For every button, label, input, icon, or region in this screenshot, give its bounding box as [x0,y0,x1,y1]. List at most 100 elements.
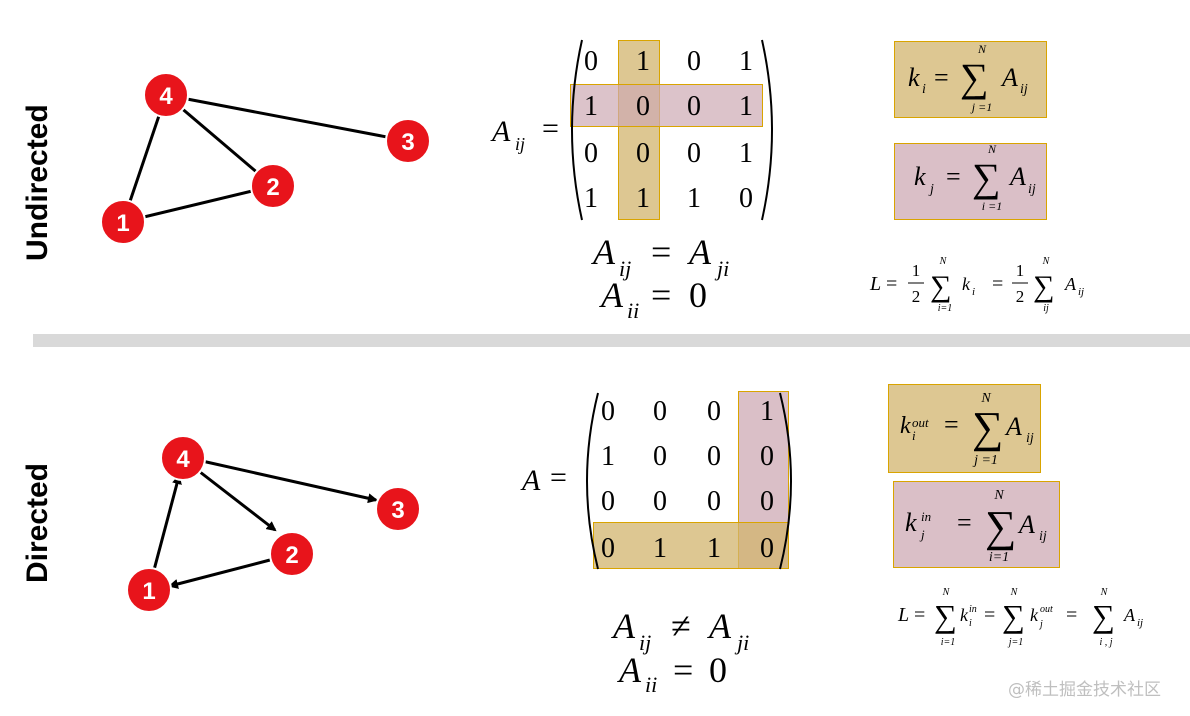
dcell-0-1: 0 [653,396,667,427]
svg-text:2: 2 [912,287,921,306]
watermark-text: @稀土掘金技术社区 [1008,680,1161,700]
svg-text:∑: ∑ [985,502,1016,551]
svg-text:ji: ji [714,256,729,281]
svg-text:j=1: j=1 [1007,637,1024,648]
undirected-properties: A ij = A ji A ii = 0 [591,232,729,323]
svg-text:=: = [886,273,897,295]
highlight-column-2 [618,40,660,220]
svg-text:A: A [1123,605,1136,625]
dcell-1-1: 0 [653,441,667,472]
svg-text:j: j [1038,619,1043,630]
svg-text:0: 0 [689,275,707,315]
svg-text:k: k [905,508,917,537]
dcell-2-2: 0 [707,486,721,517]
matrix-eq: = [542,112,559,145]
svg-text:A: A [599,275,624,315]
cell-2-0: 0 [584,138,598,169]
svg-text:3: 3 [401,129,414,156]
svg-text:j =1: j =1 [970,100,992,114]
kout-formula-box [888,384,1041,473]
svg-text:L: L [869,273,881,295]
svg-text:≠: ≠ [671,606,691,646]
highlight-row-4 [593,522,789,569]
cell-0-2: 0 [687,46,701,77]
svg-text:i: i [969,618,972,629]
ki-formula-box [894,41,1047,118]
svg-text:0: 0 [709,650,727,690]
svg-text:k: k [900,413,911,439]
svg-text:∑: ∑ [972,155,1001,200]
dcell-1-3: 0 [760,441,774,472]
cell-1-1: 0 [636,91,650,122]
svg-text:2: 2 [1016,287,1025,306]
svg-text:A: A [1064,274,1077,294]
arc-2-1 [168,558,271,589]
cell-1-2: 0 [687,91,701,122]
node-2: 2 [250,163,296,209]
d-right-paren [779,392,792,570]
undirected-matrix: A ij = 0 1 0 1 1 0 0 1 0 0 0 1 1 1 1 0 [490,39,773,221]
edge-4-2 [165,93,274,188]
svg-text:N: N [942,587,951,598]
svg-text:k: k [960,605,969,625]
kj-formula: k j = ∑ N i =1 A ij [914,143,1036,213]
svg-text:4: 4 [176,446,190,473]
highlight-row-2 [570,84,763,127]
svg-text:A: A [1000,63,1018,92]
svg-text:N: N [939,256,948,267]
dcell-3-1: 1 [653,533,667,564]
svg-text:=: = [1066,604,1077,626]
svg-text:2: 2 [285,542,298,569]
svg-text:ii: ii [627,298,639,323]
node-3: 3 [385,118,431,164]
svg-text:j =1: j =1 [972,453,998,468]
dmatrix-eq: = [550,461,567,494]
matrix-lhs: A [490,115,511,148]
dcell-3-3: 0 [760,533,774,564]
svg-text:=: = [946,162,961,191]
arc-4-2 [199,470,277,532]
svg-text:j: j [919,527,925,542]
svg-text:N: N [980,391,991,406]
svg-text:=: = [914,604,925,626]
svg-text:4: 4 [159,83,173,110]
svg-text:=: = [992,273,1003,295]
svg-text:3: 3 [391,497,404,524]
svg-text:=: = [957,508,972,537]
svg-text:∑: ∑ [1033,270,1054,303]
svg-text:A: A [707,606,732,646]
svg-text:1: 1 [142,578,155,605]
dnode-1: 1 [126,567,172,613]
svg-text:k: k [962,274,971,294]
undirected-graph: 4 3 2 1 [100,72,431,245]
svg-text:ji: ji [734,630,749,655]
dcell-2-1: 0 [653,486,667,517]
dcell-0-2: 0 [707,396,721,427]
cell-1-3: 1 [739,91,753,122]
svg-text:N: N [977,42,987,56]
svg-text:∑: ∑ [972,403,1003,452]
directed-label: Directed [21,462,54,584]
ki-formula: k i = ∑ N j =1 A ij [908,42,1028,114]
directed-matrix: A = 0 0 0 1 1 0 0 0 0 0 0 0 0 1 1 0 [520,392,792,570]
cell-2-3: 1 [739,138,753,169]
svg-text:i=1: i=1 [938,303,953,314]
svg-text:∑: ∑ [1002,598,1025,634]
d-left-paren [586,392,599,570]
right-paren [761,39,773,221]
svg-text:j: j [928,182,934,197]
svg-text:ij: ij [1026,431,1034,446]
svg-text:ii: ii [645,672,657,694]
svg-text:ij: ij [619,256,631,281]
svg-text:i=1: i=1 [941,637,956,648]
svg-text:A: A [687,232,712,272]
svg-text:i , j: i , j [1099,637,1112,648]
svg-text:ij: ij [1020,82,1028,97]
dcell-1-2: 0 [707,441,721,472]
directed-properties: A ij ≠ A ji A ii = 0 [611,606,749,694]
node-4: 4 [143,72,189,118]
cell-3-3: 0 [739,183,753,214]
svg-text:∑: ∑ [930,270,951,303]
svg-text:ij: ij [1043,303,1049,314]
svg-text:ij: ij [1028,182,1036,197]
